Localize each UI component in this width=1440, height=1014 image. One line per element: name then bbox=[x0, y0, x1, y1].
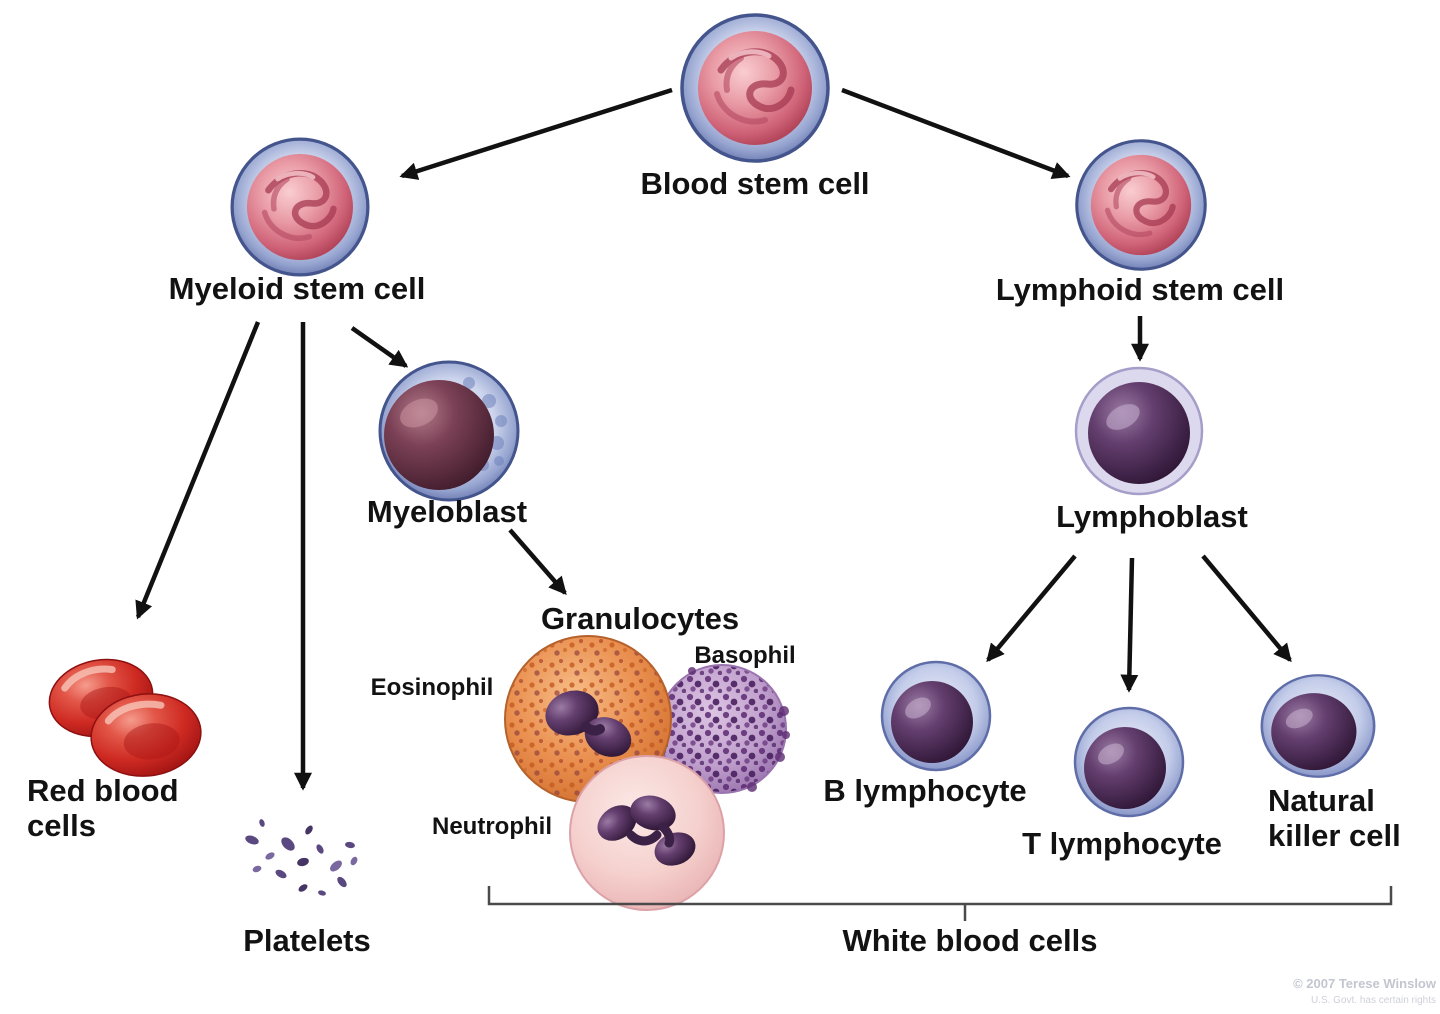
arrow-myeloblast-to-granulocytes bbox=[508, 528, 567, 596]
blood-stem-cell-illustration bbox=[682, 15, 828, 161]
platelets-illustration bbox=[245, 819, 358, 896]
granulocytes-label: Granulocytes bbox=[541, 601, 739, 636]
white-blood-cells-label: White blood cells bbox=[843, 923, 1098, 958]
arrow-lymphoblast-to-nk bbox=[1201, 554, 1292, 663]
eosinophil-label: Eosinophil bbox=[371, 674, 494, 701]
myeloblast-illustration bbox=[378, 360, 520, 502]
arrow-myeloid-to-myeloblast bbox=[350, 326, 409, 368]
red-blood-cells-illustration bbox=[48, 658, 202, 777]
red-blood-cells-label-line1: Red blood bbox=[27, 773, 179, 808]
neutrophil-illustration bbox=[569, 755, 725, 911]
arrow-bloodstem-to-lymphoid bbox=[841, 87, 1071, 179]
arrow-lymphoblast-to-b bbox=[986, 554, 1077, 663]
arrow-bloodstem-to-myeloid bbox=[399, 87, 673, 180]
credit-line1: © 2007 Terese Winslow bbox=[1293, 976, 1437, 991]
blood-stem-cell-label: Blood stem cell bbox=[640, 166, 869, 201]
b-lymphocyte-label: B lymphocyte bbox=[823, 773, 1026, 808]
natural-killer-label-line2: killer cell bbox=[1268, 818, 1401, 853]
credit-line2: U.S. Govt. has certain rights bbox=[1311, 995, 1436, 1006]
myeloid-stem-cell-label: Myeloid stem cell bbox=[169, 271, 426, 306]
lineage-arrows bbox=[135, 87, 1292, 791]
basophil-illustration bbox=[657, 664, 790, 794]
b-lymphocyte-illustration bbox=[880, 660, 992, 772]
t-lymphocyte-illustration bbox=[1073, 706, 1185, 818]
natural-killer-cell-illustration bbox=[1260, 673, 1376, 779]
lymphoblast-label: Lymphoblast bbox=[1056, 499, 1248, 534]
basophil-label: Basophil bbox=[694, 642, 795, 669]
myeloblast-label: Myeloblast bbox=[367, 494, 527, 529]
neutrophil-label: Neutrophil bbox=[432, 813, 552, 840]
white-blood-cells-bracket bbox=[487, 886, 1393, 921]
platelets-label: Platelets bbox=[243, 923, 371, 958]
lymphoid-stem-cell-illustration bbox=[1077, 141, 1205, 269]
t-lymphocyte-label: T lymphocyte bbox=[1022, 826, 1222, 861]
natural-killer-label-line1: Natural bbox=[1268, 783, 1375, 818]
lymphoid-stem-cell-label: Lymphoid stem cell bbox=[996, 272, 1284, 307]
arrow-myeloid-to-rbc bbox=[135, 321, 261, 620]
arrow-lymphoblast-to-t bbox=[1120, 557, 1139, 693]
lymphoblast-illustration bbox=[1074, 366, 1204, 496]
myeloid-stem-cell-illustration bbox=[232, 139, 368, 275]
red-blood-cells-label-line2: cells bbox=[27, 808, 96, 843]
